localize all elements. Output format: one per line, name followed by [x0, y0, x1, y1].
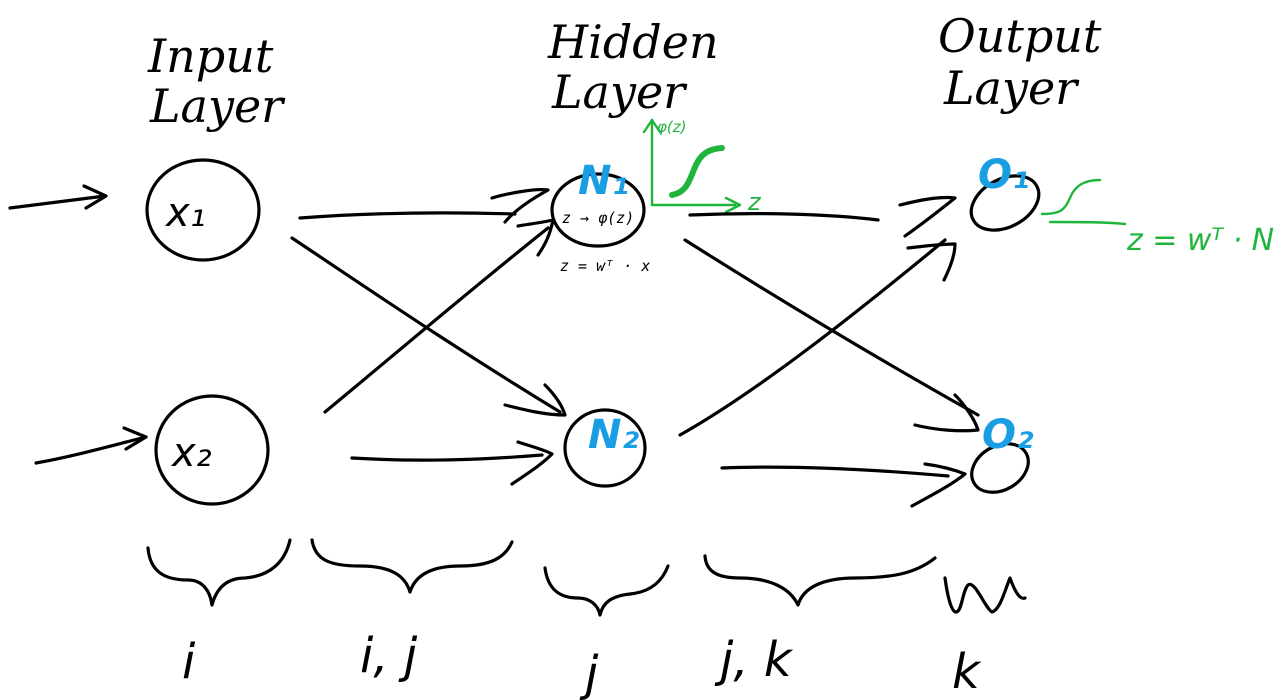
index-hidden: j: [579, 646, 599, 700]
node-x1: x₁: [145, 158, 261, 262]
hidden-layer-title-line2: Layer: [551, 65, 688, 119]
edge-x2-n2: [350, 440, 554, 486]
incoming-arrow-x2: [34, 426, 148, 465]
input-layer-title-line2: Layer: [149, 79, 286, 133]
node-n2: N₂: [563, 408, 647, 488]
index-input-hidden: i, j: [360, 628, 418, 684]
index-output: k: [952, 644, 982, 700]
input-layer-title: Input Layer: [147, 29, 286, 133]
edge-n2-o1: [678, 238, 957, 437]
input-layer-title-line1: Input: [147, 29, 274, 83]
index-hidden-output: j, k: [714, 632, 794, 688]
z-axis-label: z: [747, 188, 762, 216]
brace-hidden: j: [543, 564, 670, 700]
node-n2-label: N₂: [588, 412, 639, 458]
brace-input-hidden: i, j: [310, 538, 514, 684]
node-o1: O₁: [969, 152, 1041, 232]
node-o1-label: O₁: [978, 152, 1030, 198]
edge-n1-o2: [683, 238, 980, 433]
index-input: i: [182, 634, 196, 690]
brace-output: k: [943, 576, 1027, 700]
hidden-layer-title: Hidden Layer: [547, 15, 719, 119]
hidden-activation-plot: φ(z) z: [642, 118, 762, 216]
brace-input: i: [146, 538, 292, 690]
node-x2: x₂: [154, 394, 270, 506]
node-x2-label: x₂: [170, 430, 212, 476]
node-o2: O₂: [970, 412, 1034, 494]
node-o2-label: O₂: [982, 412, 1034, 458]
output-activation-plot: z = wᵀ · N: [1040, 178, 1274, 258]
output-formula-note: z = wᵀ · N: [1126, 223, 1274, 258]
node-n1-label: N₁: [578, 158, 629, 204]
node-n1: N₁ z → φ(z) z = wᵀ · x: [550, 158, 650, 275]
edge-x1-n1: [298, 188, 550, 224]
incoming-arrow-x1: [8, 184, 108, 210]
output-layer-title-line1: Output: [938, 9, 1102, 63]
edge-x1-n2: [290, 236, 567, 417]
edge-n1-o1: [688, 195, 957, 238]
hidden-layer-title-line1: Hidden: [547, 15, 719, 69]
output-layer-title-line2: Layer: [943, 61, 1080, 115]
edge-n2-o2: [720, 462, 967, 508]
hidden-activation-note: z → φ(z): [562, 209, 634, 227]
edge-x2-n1: [323, 218, 555, 414]
node-x1-label: x₁: [164, 190, 206, 236]
output-layer-title: Output Layer: [938, 9, 1102, 115]
hidden-formula-note: z = wᵀ · x: [560, 257, 650, 275]
brace-hidden-output: j, k: [703, 554, 937, 688]
phi-axis-label: φ(z): [657, 118, 686, 136]
